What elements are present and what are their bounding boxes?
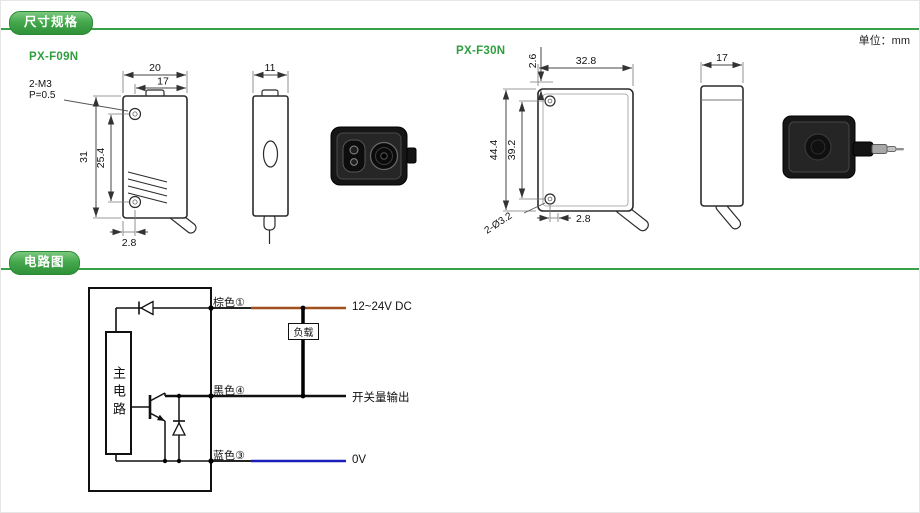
circuit-section-badge: 电路图: [9, 251, 80, 275]
mounting-hole-icon: [544, 193, 556, 205]
protection-diode-icon: [138, 300, 154, 316]
dim-f30n-height: 44.4: [488, 140, 500, 161]
px-f09n-dimensions: 20 17 2-M3 P=0.5 31 25.4 2.8: [29, 62, 188, 249]
output-transistor-icon: [148, 392, 166, 461]
product-name-px-f09n: PX-F09N: [29, 51, 79, 63]
main-circuit-box: 主电路: [105, 331, 132, 455]
dim-f09n-hole-offset: 2.8: [122, 237, 137, 249]
px-f09n-front-view: [122, 89, 197, 234]
junction-dots: [162, 305, 306, 464]
lens-window-icon: [262, 140, 279, 168]
flyback-diode-icon: [171, 396, 187, 461]
lens-icon: [804, 133, 832, 161]
black-wire-label: 黑色④: [213, 385, 245, 397]
dim-f30n-width: 32.8: [576, 55, 597, 67]
f09n-screw-note-line2: P=0.5: [29, 90, 56, 101]
f09n-screw-note-line1: 2-M3: [29, 79, 52, 90]
dimensions-section-rule: [1, 28, 919, 30]
dimensions-section-title: 尺寸规格: [24, 15, 79, 29]
dim-f30n-top: 2.6: [527, 54, 539, 69]
cable-gland-icon: [852, 141, 874, 157]
circuit-outer-frame: [88, 287, 212, 492]
dimension-drawings: 20 17 2-M3 P=0.5 31 25.4 2.8: [29, 47, 904, 249]
dim-f09n-height-inner: 25.4: [95, 148, 107, 169]
connector-pin-icon: [896, 148, 904, 151]
load-box: 负载: [288, 323, 319, 340]
blue-wire-label: 蓝色③: [213, 450, 245, 462]
dim-f30n-depth: 17: [716, 52, 728, 64]
f30n-hole-note: 2-Ø3.2: [483, 210, 515, 236]
px-f09n-side-view: 11: [252, 62, 289, 244]
dim-f09n-depth: 11: [265, 62, 276, 74]
dim-f30n-height-inner: 39.2: [506, 140, 518, 161]
dim-f30n-hole-offset: 2.8: [576, 213, 591, 225]
dim-f09n-height: 31: [78, 151, 90, 163]
load-label: 负载: [293, 328, 314, 339]
mounting-hole-icon: [128, 195, 142, 209]
main-circuit-label: 主电路: [111, 366, 126, 420]
circuit-section-rule: [1, 268, 919, 270]
grip-lines: [127, 171, 168, 204]
px-f30n-photo: [782, 115, 904, 179]
black-wire-terminal: 开关量输出: [352, 392, 410, 404]
circuit-diagram: [88, 287, 346, 492]
unit-label: 单位：mm: [858, 35, 910, 47]
indicator-led-icon: [349, 145, 359, 155]
mounting-hole-icon: [544, 95, 556, 107]
connector-icon: [871, 144, 888, 154]
dimensions-section-badge: 尺寸规格: [9, 11, 94, 35]
brown-wire-label: 棕色①: [213, 297, 245, 309]
circuit-section-title: 电路图: [24, 255, 65, 269]
blue-wire-terminal: 0V: [352, 454, 367, 466]
px-f30n-front-view: [537, 88, 649, 232]
dim-f09n-width: 20: [149, 62, 161, 74]
mounting-hole-icon: [128, 107, 142, 121]
px-f09n-photo: [330, 126, 417, 186]
product-name-px-f30n: PX-F30N: [456, 45, 506, 57]
indicator-led-icon: [350, 158, 358, 166]
px-f30n-side-view: 17: [700, 52, 744, 230]
brown-wire-terminal: 12~24V DC: [352, 301, 412, 313]
dim-f09n-width-inner: 17: [157, 76, 169, 88]
